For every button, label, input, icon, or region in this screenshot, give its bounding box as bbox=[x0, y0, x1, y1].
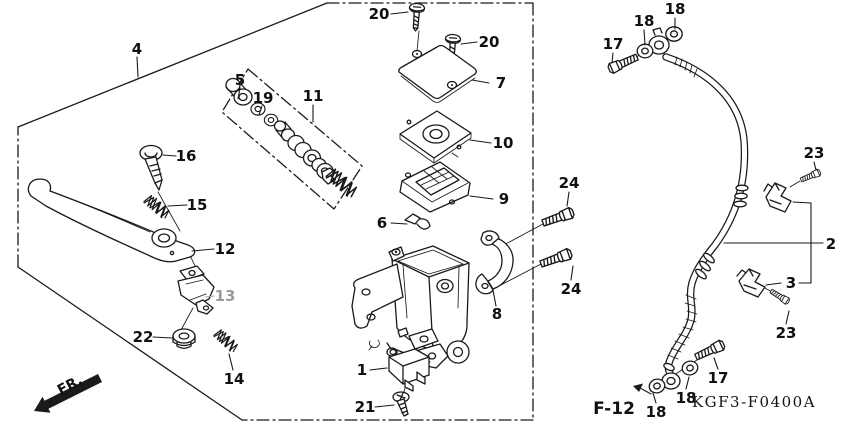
clamp-bolt bbox=[540, 206, 576, 230]
front-direction-indicator: FR. bbox=[34, 372, 102, 413]
callout-10: 10 bbox=[493, 134, 514, 152]
callout-14: 14 bbox=[224, 370, 245, 388]
reservoir-cover bbox=[398, 44, 477, 103]
callout-17: 17 bbox=[708, 369, 729, 387]
master-piston bbox=[273, 120, 334, 180]
callout-1: 1 bbox=[357, 361, 367, 379]
switch-screw bbox=[392, 391, 410, 417]
callout-6: 6 bbox=[377, 214, 387, 232]
brake-light-switch bbox=[386, 342, 430, 392]
callout-21: 21 bbox=[355, 398, 376, 416]
callout-15: 15 bbox=[187, 196, 208, 214]
callout-24: 24 bbox=[559, 174, 580, 192]
hose-clamp-lower bbox=[736, 268, 766, 298]
brake-hose bbox=[648, 27, 749, 390]
diaphragm bbox=[399, 161, 471, 213]
callout-20: 20 bbox=[369, 5, 390, 23]
figure-reference: F-12 bbox=[593, 383, 652, 419]
callout-9: 9 bbox=[499, 190, 509, 208]
hose-crimp-hatching-top bbox=[674, 56, 698, 78]
callout-18: 18 bbox=[676, 389, 697, 407]
callout-12: 12 bbox=[215, 240, 236, 258]
callout-13: 13 bbox=[215, 287, 236, 305]
diaphragm-plate bbox=[399, 110, 472, 164]
callout-19: 19 bbox=[253, 89, 274, 107]
hose-collar-lower bbox=[695, 252, 715, 280]
catalog-code: KGF3-F0400A bbox=[692, 393, 816, 411]
callout-7: 7 bbox=[496, 74, 506, 92]
callout-leader-lines bbox=[136, 11, 824, 408]
callout-18: 18 bbox=[634, 12, 655, 30]
pivot-nut bbox=[172, 328, 196, 349]
banjo-bolt-bottom bbox=[693, 338, 727, 363]
sealing-washer bbox=[665, 26, 683, 42]
callout-11: 11 bbox=[303, 87, 324, 105]
diaphragm-clip bbox=[404, 213, 431, 230]
callout-4: 4 bbox=[132, 40, 142, 58]
callout-22: 22 bbox=[133, 328, 154, 346]
callout-2: 2 bbox=[826, 235, 836, 253]
sealing-washer bbox=[680, 358, 700, 378]
brake-lever bbox=[27, 178, 196, 263]
lever-bracket bbox=[177, 265, 215, 315]
callout-24: 24 bbox=[561, 280, 582, 298]
pivot-bolt bbox=[139, 144, 163, 191]
callout-16: 16 bbox=[176, 147, 197, 165]
sealing-washer bbox=[636, 43, 654, 59]
callout-18: 18 bbox=[665, 0, 686, 18]
clamp-screw-upper bbox=[799, 168, 822, 184]
callout-3: 3 bbox=[786, 274, 796, 292]
part-callouts: 4 20 20 7 10 9 5 19 11 16 15 12 13 22 14… bbox=[132, 0, 836, 421]
hose-wrap-hatching bbox=[667, 294, 698, 360]
callout-20: 20 bbox=[479, 33, 500, 51]
callout-23: 23 bbox=[776, 324, 797, 342]
lever-spring bbox=[142, 193, 172, 221]
alignment-lines bbox=[157, 30, 801, 397]
hose-banjo-eye-bottom bbox=[661, 362, 681, 390]
callout-5: 5 bbox=[235, 71, 245, 89]
cover-screw bbox=[407, 2, 426, 33]
clamp-bolt bbox=[538, 247, 574, 271]
master-cylinder-body bbox=[351, 245, 470, 369]
bracket-spring bbox=[212, 327, 240, 354]
assembly-boundary-outline bbox=[17, 2, 534, 421]
callout-17: 17 bbox=[603, 35, 624, 53]
figure-ref-arrow-icon bbox=[633, 383, 643, 392]
hose-collar-upper bbox=[733, 184, 749, 208]
callout-18: 18 bbox=[646, 403, 667, 421]
hose-clamp-upper bbox=[763, 182, 792, 213]
handlebar-clamp bbox=[475, 230, 514, 295]
piston-set-boundary-outline bbox=[221, 68, 363, 210]
figure-ref-label: F-12 bbox=[593, 399, 635, 419]
piston-boot bbox=[225, 77, 253, 106]
front-direction-arrow-icon bbox=[34, 374, 102, 413]
callout-23: 23 bbox=[804, 144, 825, 162]
callout-8: 8 bbox=[492, 305, 502, 323]
